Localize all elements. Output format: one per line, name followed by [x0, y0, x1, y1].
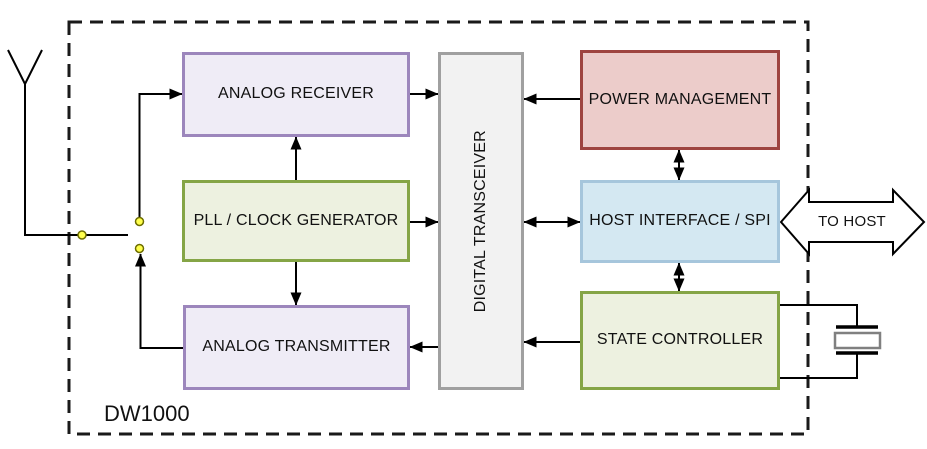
antenna-icon: [7, 49, 128, 236]
analog-receiver-block: ANALOG RECEIVER: [182, 52, 410, 137]
host-interface-spi-block: HOST INTERFACE / SPI: [580, 180, 780, 263]
analog-transmitter-block: ANALOG TRANSMITTER: [183, 305, 410, 390]
host-interface-spi-label: HOST INTERFACE / SPI: [589, 212, 771, 230]
to-host-label: TO HOST: [818, 213, 886, 230]
state-controller-block: STATE CONTROLLER: [580, 291, 780, 390]
chip-name-label: DW1000: [104, 401, 190, 426]
to-host-arrow-icon: [779, 187, 926, 257]
power-management-block: POWER MANAGEMENT: [580, 50, 780, 150]
analog-transmitter-label: ANALOG TRANSMITTER: [202, 338, 391, 356]
crystal-icon: [780, 304, 882, 379]
state-controller-label: STATE CONTROLLER: [596, 331, 764, 349]
digital-transceiver-label: DIGITAL TRANSCEIVER: [471, 129, 489, 313]
connector-transmitter-to-switch: [135, 253, 183, 349]
connector-switch-to-receiver: [138, 88, 183, 221]
pll-clock-generator-label: PLL / CLOCK GENERATOR: [193, 211, 399, 229]
power-management-label: POWER MANAGEMENT: [588, 90, 772, 108]
pll-clock-generator-block: PLL / CLOCK GENERATOR: [182, 180, 410, 262]
analog-receiver-label: ANALOG RECEIVER: [218, 85, 374, 103]
rf-switch-icon: [77, 216, 145, 254]
digital-transceiver-block: DIGITAL TRANSCEIVER: [438, 52, 524, 390]
